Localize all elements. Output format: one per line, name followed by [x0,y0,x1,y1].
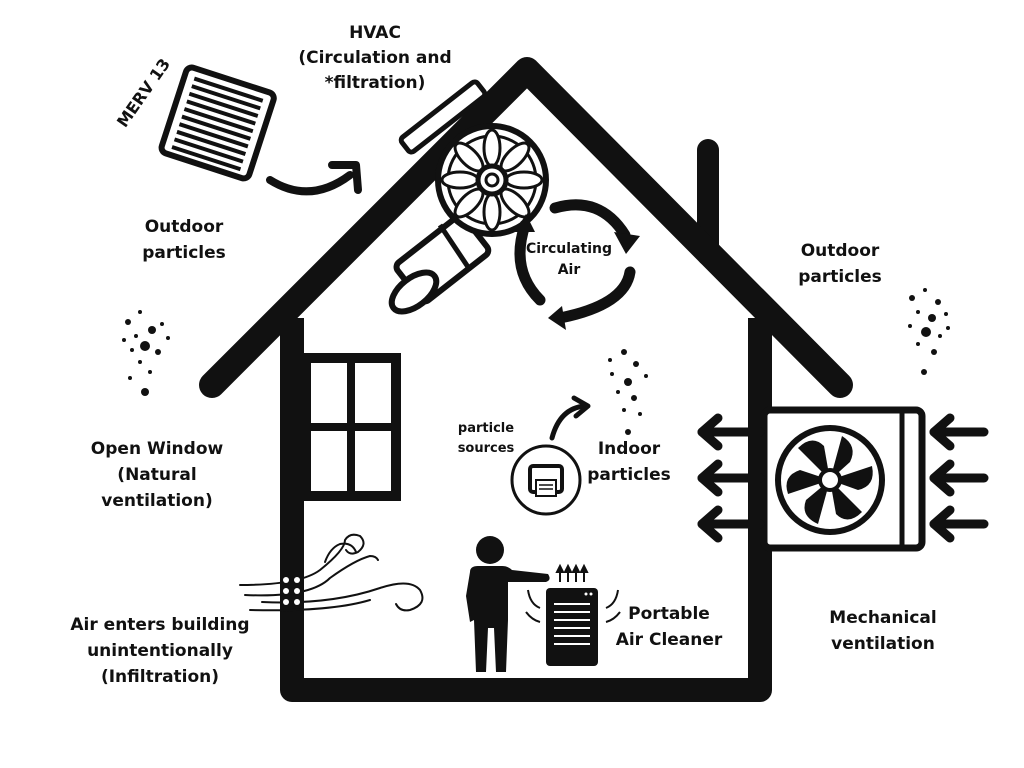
circulating-air-label-line2: Air [558,262,581,278]
circulation-arrowheads-icon [515,214,640,330]
infiltration-label-line3: (Infiltration) [101,667,219,687]
portable-air-cleaner-label-line2: Air Cleaner [616,630,723,650]
filter-to-hvac-arrow-icon [266,161,362,196]
circulation-arrows-icon [514,199,636,324]
house-outline-icon [199,57,853,702]
merv-label: MERV 13 [113,55,174,131]
infiltration-label-line1: Air enters building [70,615,249,635]
source-to-particles-arrow-icon [549,395,591,441]
exhaust-arrows-icon [697,413,765,543]
hvac-title: HVAC [349,23,401,43]
particle-sources-label-line1: particle [458,421,514,436]
outdoor-particles-left-line2: particles [142,243,226,263]
window-icon [301,353,401,501]
infiltration-gap-icon [283,577,300,605]
mechanical-ventilation-label-line2: ventilation [831,634,935,654]
hvac-subtitle-line3: *filtration) [325,73,426,93]
outdoor-particles-right-line2: particles [798,267,882,287]
particles-icon [122,310,170,396]
mechanical-ventilation-label-line1: Mechanical [829,608,936,628]
wind-icon [239,533,424,612]
merv-filter-icon [158,64,277,182]
particles-icon [608,349,648,435]
hvac-fan-icon [388,79,549,315]
air-cleaner-icon [525,563,621,666]
open-window-label-line3: ventilation) [101,491,212,511]
indoor-particles-label-line1: Indoor [598,439,661,459]
mechanical-fan-unit-icon [760,406,926,552]
particle-sources-label-line2: sources [458,441,515,456]
open-window-label-line2: (Natural [117,465,196,485]
indoor-particles-label-line2: particles [587,465,671,485]
outdoor-particles-left-line1: Outdoor [145,217,224,237]
circulating-air-label-line1: Circulating [526,241,612,257]
printer-icon [510,444,582,516]
infiltration-label-line2: unintentionally [87,641,233,661]
person-icon [466,536,550,672]
particles-icon [908,288,950,375]
open-window-label-line1: Open Window [91,439,224,459]
portable-air-cleaner-label-line1: Portable [628,604,710,624]
outdoor-particles-right-line1: Outdoor [801,241,880,261]
hvac-subtitle-line2: (Circulation and [298,48,451,68]
intake-arrows-icon [929,413,989,543]
